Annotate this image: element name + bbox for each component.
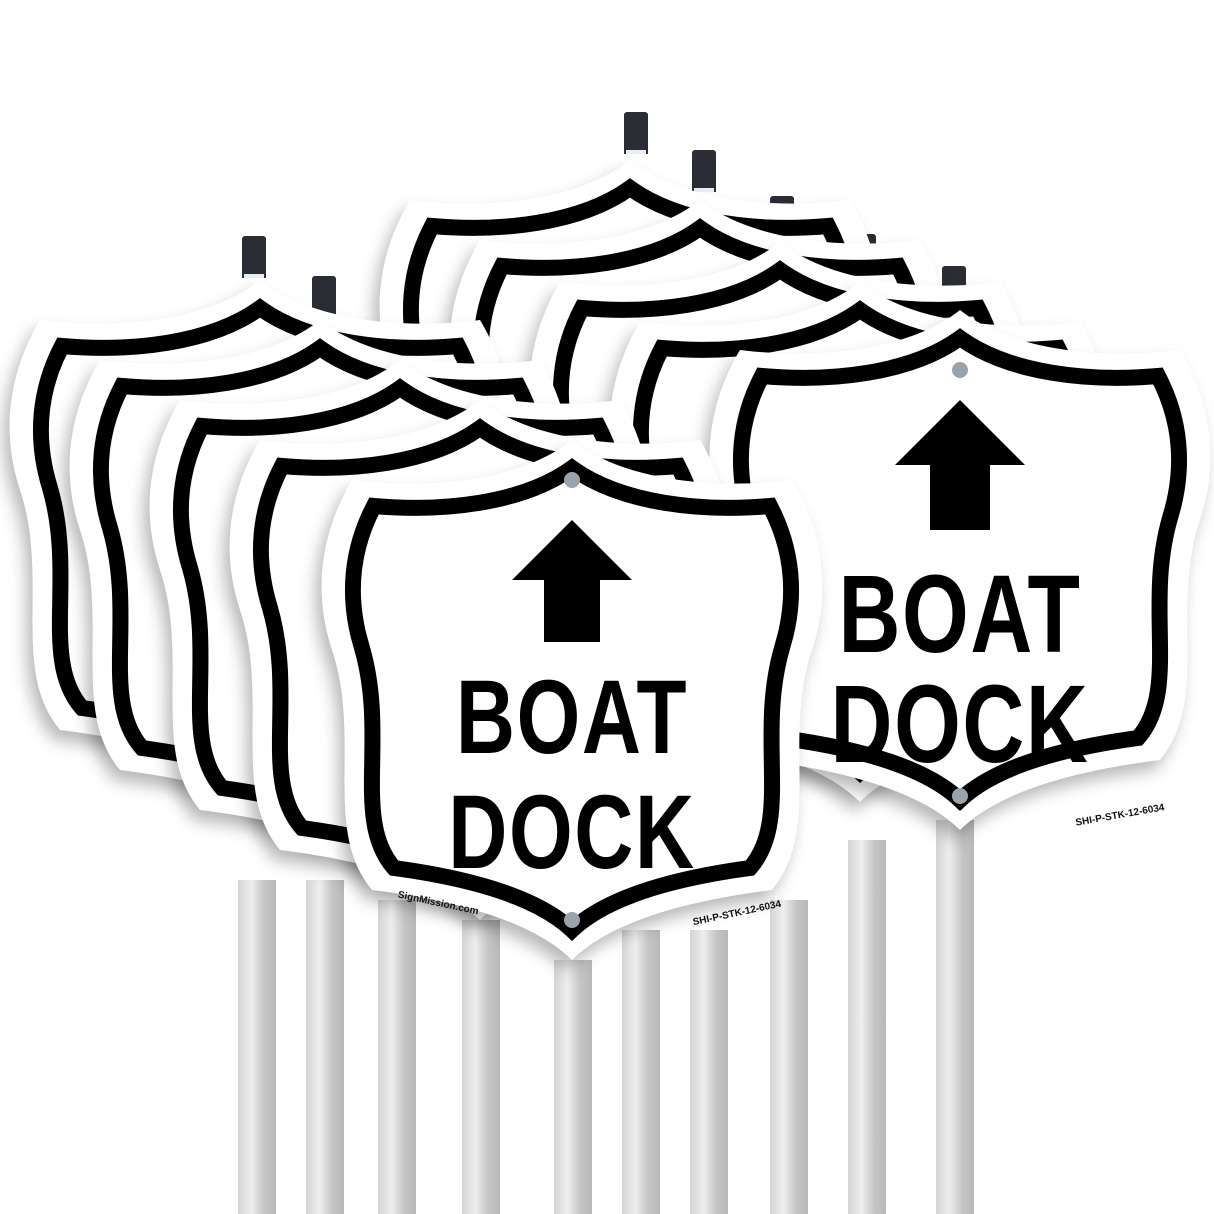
stake [306,880,344,1214]
stake [848,840,886,1214]
sign-front-center: BOAT DOCK SignMission.com SHI-P-STK-12-6… [312,420,832,980]
stake [378,900,416,1214]
stake [690,930,728,1214]
stake-clip [692,150,716,192]
sign-title-line2: DOCK [448,774,696,891]
stake [462,920,500,1214]
sign-title-line1: BOAT [838,553,1082,676]
stake-clip [624,112,648,154]
up-arrow-icon [512,520,632,642]
stake [554,960,592,1214]
sign-front-right: BOAT DOCK SHI-P-STK-12-6034 [700,290,1214,850]
stake [770,900,808,1214]
stake [936,820,974,1214]
stake [622,930,660,1214]
stake [238,880,276,1214]
sign-title-line2: DOCK [830,663,1090,786]
sign-title-line1: BOAT [455,659,689,776]
up-arrow-icon [895,400,1025,530]
stake-clip [242,236,266,278]
